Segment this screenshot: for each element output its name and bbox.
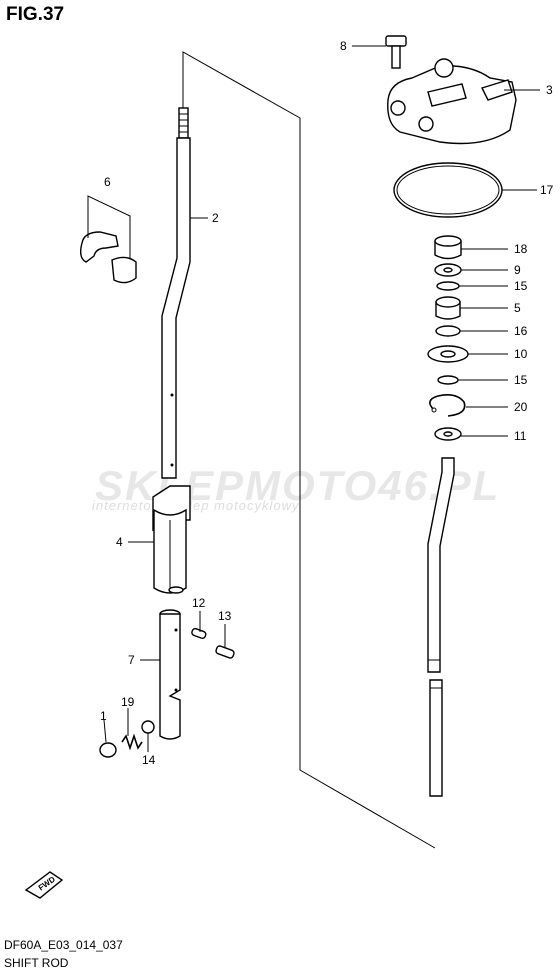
callout-19: 19 (121, 695, 135, 709)
spring-19 (121, 733, 143, 751)
callout-13: 13 (218, 609, 232, 623)
callout-12: 12 (192, 596, 206, 610)
clamp-6 (79, 231, 137, 284)
callout-5: 5 (514, 301, 521, 315)
coupler (152, 485, 191, 594)
callout-4: 4 (116, 535, 123, 549)
callout-3: 3 (546, 83, 553, 97)
callout-6: 6 (104, 175, 111, 189)
callout-9: 9 (514, 263, 521, 277)
o-ring-15-upper (436, 281, 460, 291)
bolt-8 (385, 35, 407, 69)
callout-16: 16 (514, 324, 528, 338)
callout-11: 11 (514, 429, 527, 443)
o-ring-15-lower (437, 375, 459, 385)
callout-17: 17 (540, 183, 554, 197)
figure-title: FIG.37 (6, 4, 65, 25)
watermark-tagline: internetowy sklep motocyklowy (92, 498, 300, 513)
callout-20: 20 (514, 400, 528, 414)
callout-7: 7 (128, 653, 135, 667)
washer-10 (427, 345, 469, 363)
callout-15-lower: 15 (514, 373, 528, 387)
washer-9 (434, 263, 462, 277)
bushing-18 (434, 235, 462, 260)
callout-18: 18 (514, 242, 528, 256)
shift-rod (161, 107, 191, 479)
leader-lines (87, 45, 540, 752)
callout-2: 2 (212, 211, 219, 225)
diagram-caption: SHIFT ROD (4, 956, 69, 970)
housing-3 (387, 58, 517, 145)
pin-12 (191, 627, 207, 640)
o-ring-17 (393, 162, 503, 218)
callout-10: 10 (514, 347, 528, 361)
oil-seal-5 (435, 296, 461, 320)
pin-13 (215, 645, 235, 659)
callout-8: 8 (340, 39, 347, 53)
o-ring-16 (435, 325, 461, 337)
assembly-frame (182, 51, 436, 849)
callout-14: 14 (142, 753, 156, 767)
cap-1 (99, 742, 117, 758)
washer-11 (434, 427, 462, 441)
lower-shift-rod (159, 609, 181, 740)
ball-14 (141, 720, 155, 734)
callout-15-upper: 15 (514, 279, 528, 293)
fwd-arrow-icon: FWD (24, 871, 64, 899)
callout-1: 1 (100, 709, 107, 723)
diagram-code: DF60A_E03_014_037 (4, 938, 123, 952)
circlip-20 (429, 394, 466, 417)
upper-shift-rod (427, 457, 455, 797)
